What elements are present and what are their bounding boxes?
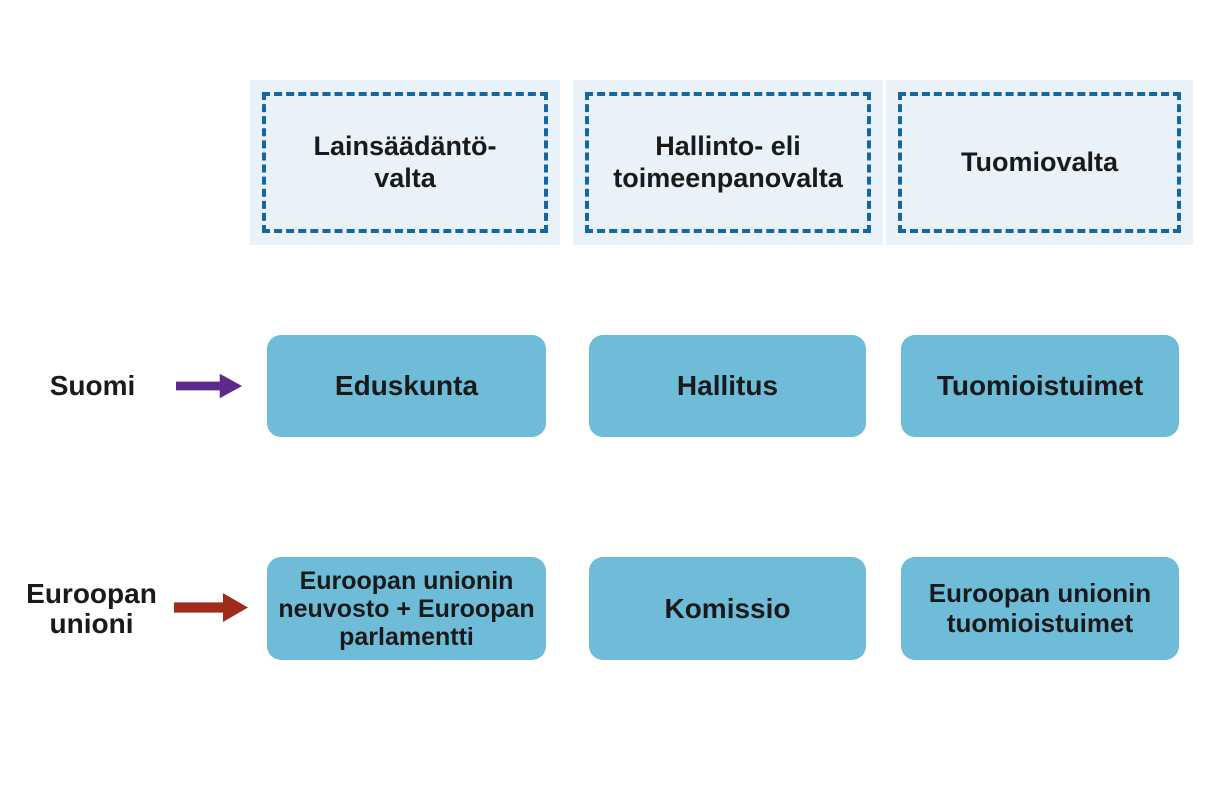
dashed-border-box: Lainsäädäntö- valta bbox=[262, 92, 548, 233]
dashed-border-box: Tuomiovalta bbox=[898, 92, 1181, 233]
right-arrow-icon bbox=[174, 593, 248, 622]
dashed-border-box: Hallinto- eli toimeenpanovalta bbox=[585, 92, 871, 233]
header-label-executive-power: Hallinto- eli toimeenpanovalta bbox=[613, 131, 843, 193]
arrow-shape bbox=[174, 593, 248, 622]
row-label-euroopan-unioni: Euroopan unioni bbox=[26, 578, 157, 639]
right-arrow-icon bbox=[176, 373, 243, 399]
cell-eu-tuomioistuimet: Euroopan unionin tuomioistuimet bbox=[901, 557, 1179, 660]
row-label-suomi: Suomi bbox=[49, 370, 136, 402]
header-box-judicial-power: Tuomiovalta bbox=[886, 80, 1193, 245]
cell-hallitus: Hallitus bbox=[589, 335, 866, 437]
cell-eduskunta: Eduskunta bbox=[267, 335, 546, 437]
arrow-shape bbox=[176, 373, 243, 399]
header-box-legislative-power: Lainsäädäntö- valta bbox=[250, 80, 560, 245]
cell-tuomioistuimet: Tuomioistuimet bbox=[901, 335, 1179, 437]
cell-eu-neuvosto-parlamentti: Euroopan unionin neuvosto + Euroopan par… bbox=[267, 557, 546, 660]
cell-komissio: Komissio bbox=[589, 557, 866, 660]
header-box-executive-power: Hallinto- eli toimeenpanovalta bbox=[573, 80, 883, 245]
header-label-judicial-power: Tuomiovalta bbox=[960, 146, 1119, 177]
header-label-legislative-power: Lainsäädäntö- valta bbox=[313, 131, 497, 193]
